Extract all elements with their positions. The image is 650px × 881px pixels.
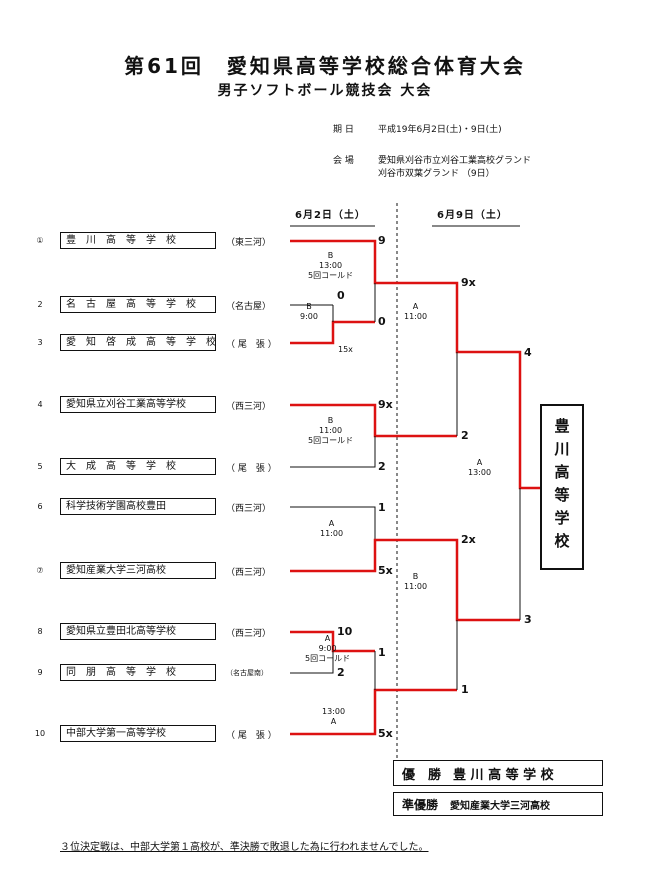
score-s12: 5x: [378, 727, 393, 740]
team-box-4: 愛知県立刈谷工業高等学校: [60, 396, 216, 413]
team-box-10: 中部大学第一高等学校: [60, 725, 216, 742]
score-s2: 0: [337, 289, 345, 302]
column-day1: 6月2日（土）: [295, 210, 366, 221]
page-title: 第61回 愛知県高等学校総合体育大会: [124, 54, 526, 78]
game-note-2: B 9:00: [300, 302, 318, 321]
team-box-2: 名 古 屋 高 等 学 校: [60, 296, 216, 313]
seed-1: ①: [36, 236, 44, 245]
runnerup-row: 準優勝 愛知産業大学三河高校: [393, 792, 603, 816]
seed-3: 3: [37, 338, 43, 347]
score-s11: 2: [337, 666, 345, 679]
score-q4: 1: [461, 683, 469, 696]
score-s8: 5x: [378, 564, 393, 577]
score-s9: 10: [337, 625, 353, 638]
team-box-7: 愛知産業大学三河高校: [60, 562, 216, 579]
game-note-8: B 11:00: [404, 572, 428, 591]
region-8: （西三河）: [226, 629, 272, 639]
seed-8: 8: [37, 627, 43, 636]
runnerup-label: 準優勝: [402, 797, 439, 812]
score-s5: 9x: [378, 398, 393, 411]
team-box-1: 豊 川 高 等 学 校: [60, 232, 216, 249]
game-note-1: B 13:00 5回コールド: [308, 251, 354, 280]
column-day2: 6月9日（土）: [437, 210, 508, 221]
team-box-9: 同 朋 高 等 学 校: [60, 664, 216, 681]
region-4: （西三河）: [226, 402, 272, 412]
region-1: （東三河）: [226, 238, 272, 248]
region-5: （ 尾 張 ）: [226, 464, 277, 474]
seed-2: 2: [37, 300, 43, 309]
score-q2: 2: [461, 429, 469, 442]
venue-label: 会 場: [333, 156, 354, 166]
seed-7: ⑦: [36, 566, 44, 575]
winner-label: 優 勝: [402, 767, 442, 783]
region-10: （ 尾 張 ）: [226, 731, 277, 741]
winner-name: 豊 川 高 等 学 校: [453, 767, 554, 783]
seed-10: 10: [34, 729, 46, 738]
game-note-7: A 11:00: [404, 302, 428, 321]
score-s10: 1: [378, 646, 386, 659]
team-box-6: 科学技術学園高校豊田: [60, 498, 216, 515]
game-note-9: A 13:00: [468, 458, 492, 477]
score-f1: 4: [524, 346, 532, 359]
seed-6: 6: [37, 502, 43, 511]
winner-row: 優 勝 豊 川 高 等 学 校: [393, 760, 603, 786]
runnerup-name: 愛知産業大学三河高校: [450, 800, 551, 812]
venue-value-1: 愛知県刈谷市立刈谷工業高校グランド: [378, 156, 532, 166]
footnote: ３位決定戦は、中部大学第１高校が、準決勝で敗退した為に行われませんでした。: [60, 842, 429, 853]
date-label: 期 日: [333, 125, 354, 135]
score-s3: 0: [378, 315, 386, 328]
page-subtitle: 男子ソフトボール競技会 大会: [217, 83, 433, 99]
seed-4: 4: [37, 400, 43, 409]
seed-9: 9: [37, 668, 43, 677]
region-9: （名古屋南）: [226, 669, 268, 677]
region-6: （西三河）: [226, 504, 272, 514]
region-2: （名古屋）: [226, 302, 272, 312]
game-note-3: B 11:00 5回コールド: [308, 416, 354, 445]
region-7: （西三河）: [226, 568, 272, 578]
team-box-8: 愛知県立豊田北高等学校: [60, 623, 216, 640]
date-value: 平成19年6月2日(土)・9日(土): [378, 125, 502, 135]
game-note-4: A 11:00: [320, 519, 344, 538]
score-s7: 1: [378, 501, 386, 514]
team-box-5: 大 成 高 等 学 校: [60, 458, 216, 475]
score-q3: 2x: [461, 533, 476, 546]
score-q1: 9x: [461, 276, 476, 289]
score-s4: 15x: [338, 345, 353, 354]
venue-value-2: 刈谷市双葉グランド （9日）: [378, 169, 495, 179]
score-s6: 2: [378, 460, 386, 473]
team-box-3: 愛 知 啓 成 高 等 学 校: [60, 334, 216, 351]
game-note-6: 13:00 A: [322, 707, 346, 726]
region-3: （ 尾 張 ）: [226, 340, 277, 350]
champion-box: 豊川高等学校: [540, 404, 584, 570]
seed-5: 5: [37, 462, 43, 471]
score-s1: 9: [378, 234, 386, 247]
game-note-5: A 9:00 5回コールド: [305, 634, 351, 663]
score-f2: 3: [524, 613, 532, 626]
